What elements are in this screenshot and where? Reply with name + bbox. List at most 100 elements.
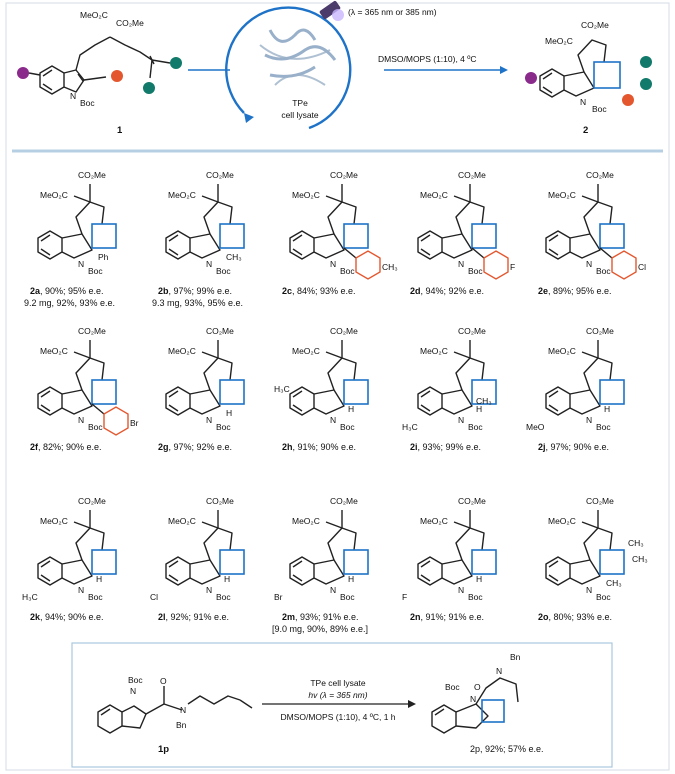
h-label: H [476, 574, 482, 584]
intramolecular-box [71, 642, 613, 768]
svg-text:O: O [160, 676, 167, 686]
co2me-label: CO₂Me [206, 496, 234, 506]
wavelength-label: (λ = 365 nm or 385 nm) [348, 7, 437, 17]
conditions-label: DMSO/MOPS (1:10), 4 ºC [378, 54, 477, 64]
aryl-ring [611, 250, 637, 280]
meo2c-label: MeO₂C [40, 516, 68, 526]
boc-label: Boc [596, 422, 611, 432]
co2me-label: CO₂Me [458, 326, 486, 336]
caption-2l: 2l, 92%; 91% e.e. [158, 612, 229, 622]
enzyme-cycle: TPe cell lysate [225, 6, 352, 130]
boc-label: Boc [468, 422, 483, 432]
co2me-label: CO₂Me [330, 326, 358, 336]
ch3-label: CH₃ [476, 396, 492, 406]
r1-dot [17, 67, 29, 79]
co2me-label: CO₂Me [586, 170, 614, 180]
caption-scale-2b: 9.3 mg, 93%, 95% e.e. [152, 298, 243, 308]
r2-dot [111, 70, 123, 82]
n-label: N [78, 585, 84, 595]
me-label: CH₃ [628, 538, 644, 548]
aryl-ring [103, 406, 129, 436]
n-label: N [586, 585, 592, 595]
meo2c-label: MeO₂C [292, 516, 320, 526]
svg-text:N: N [180, 705, 186, 715]
aryl-substituent: CH₃ [382, 262, 398, 272]
meo2c-label: MeO₂C [420, 516, 448, 526]
n-label: N [330, 259, 336, 269]
caption-2i: 2i, 93%; 99% e.e. [410, 442, 481, 452]
boc-label: Boc [340, 422, 355, 432]
boc-label: Boc [88, 266, 103, 276]
svg-text:Bn: Bn [510, 652, 521, 662]
co2me-label: CO₂Me [78, 326, 106, 336]
svg-text:N: N [130, 686, 136, 696]
caption-2b: 2b, 97%; 99% e.e. [158, 286, 232, 296]
h-label: H [348, 574, 354, 584]
substituent: CH₃ [226, 252, 242, 262]
aryl-ring [355, 250, 381, 280]
co2me-label: CO₂Me [458, 170, 486, 180]
n-label: N [580, 97, 586, 107]
caption-2k: 2k, 94%; 90% e.e. [30, 612, 104, 622]
product-2p: Bn N O Boc N 2p, 92%; 57% e.e. [431, 652, 544, 754]
caption-2m: 2m, 93%; 91% e.e. [282, 612, 359, 622]
meo2c-label: MeO₂C [420, 346, 448, 356]
meo2c-label: MeO₂C [545, 36, 573, 46]
caption-scale-2m: [9.0 mg, 90%, 89% e.e.] [272, 624, 368, 634]
boc-label: Boc [216, 266, 231, 276]
n-label: N [206, 259, 212, 269]
svg-text:O: O [474, 682, 481, 692]
h-label: H [476, 404, 482, 414]
ring-substituent: H₃C [274, 384, 290, 394]
co2me-label: CO₂Me [581, 20, 609, 30]
co2me-label: CO₂Me [330, 170, 358, 180]
n-label: N [586, 259, 592, 269]
meo2c-label: MeO₂C [40, 346, 68, 356]
caption-2o: 2o, 80%; 93% e.e. [538, 612, 612, 622]
meo2c-label: MeO₂C [548, 190, 576, 200]
boc-label: Boc [468, 266, 483, 276]
prod-label: 2 [583, 125, 588, 136]
caption-2e: 2e, 89%; 95% e.e. [538, 286, 612, 296]
caption-2c: 2c, 84%; 93% e.e. [282, 286, 356, 296]
n-label: N [458, 259, 464, 269]
caption-scale-2a: 9.2 mg, 92%, 93% e.e. [24, 298, 115, 308]
h-label: H [348, 404, 354, 414]
r4-dot [143, 82, 155, 94]
aryl-substituent: Cl [638, 262, 646, 272]
caption-2n: 2n, 91%; 91% e.e. [410, 612, 484, 622]
h-label: H [96, 574, 102, 584]
aryl-ring [483, 250, 509, 280]
co2me-label-2: CO₂Me [116, 18, 144, 28]
co2me-label: CO₂Me [206, 326, 234, 336]
substrate-1p: O Boc N N Bn 1p [97, 675, 253, 755]
meo2c-label: MeO₂C [168, 516, 196, 526]
h-label: H [604, 404, 610, 414]
meo2c-label: MeO₂C [292, 346, 320, 356]
co2me-label: CO₂Me [206, 170, 234, 180]
caption-2h: 2h, 91%; 90% e.e. [282, 442, 356, 452]
co2me-label: CO₂Me [586, 326, 614, 336]
n-label: N [206, 585, 212, 595]
sm-label: 1 [117, 125, 123, 136]
ring-substituent: H₃C [402, 422, 418, 432]
co2me-label: CO₂Me [330, 496, 358, 506]
cyclobutane [593, 61, 621, 89]
n-label: N [206, 415, 212, 425]
light-source-icon [319, 0, 344, 21]
caption-2g: 2g, 97%; 92% e.e. [158, 442, 232, 452]
meo2c-label: MeO₂C [292, 190, 320, 200]
svg-text:Boc: Boc [445, 682, 460, 692]
boc-label: Boc [592, 104, 607, 114]
